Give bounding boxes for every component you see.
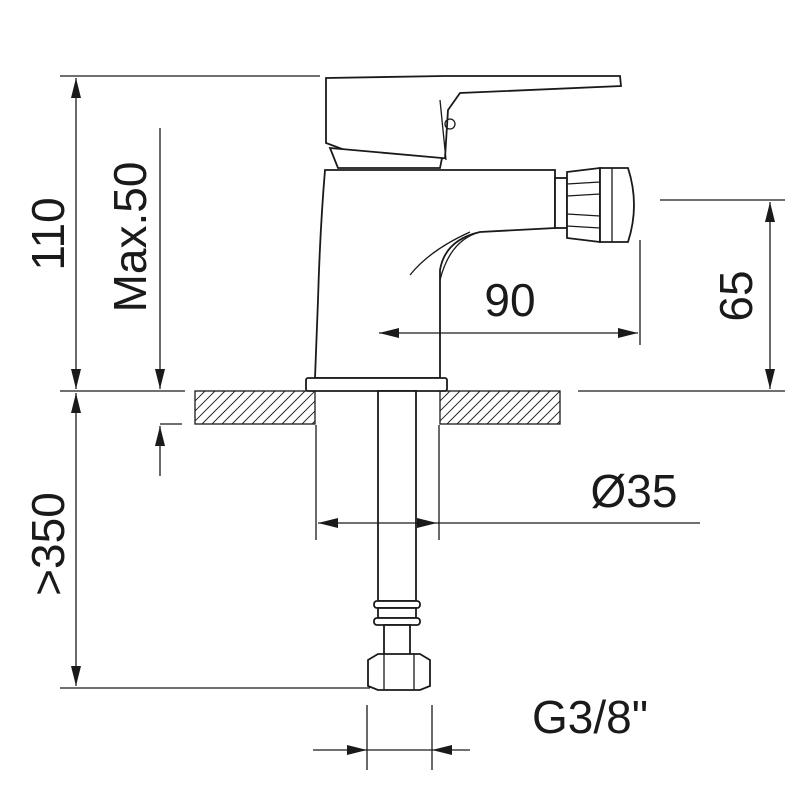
hatch-line bbox=[342, 391, 375, 424]
hatch-line bbox=[546, 410, 560, 424]
hatch-line bbox=[231, 391, 266, 424]
hatch-line bbox=[476, 391, 511, 424]
hatch-line bbox=[322, 391, 355, 424]
hatch-line bbox=[221, 391, 256, 424]
hatch-line bbox=[496, 391, 531, 424]
hose-pipe bbox=[377, 390, 417, 602]
dim-label-spout-height: 65 bbox=[710, 270, 762, 321]
deck-section bbox=[194, 390, 620, 425]
hatch-line bbox=[506, 391, 541, 424]
dimension-lines bbox=[71, 78, 775, 755]
hatch-line bbox=[440, 391, 461, 412]
dim-label-base-diameter: Ø35 bbox=[591, 465, 678, 517]
dim-label-total-height: 110 bbox=[22, 197, 74, 270]
hatch-line bbox=[291, 400, 315, 424]
handle-screw bbox=[444, 118, 456, 130]
dim-label-hose-length: >350 bbox=[22, 492, 74, 596]
hatch-line bbox=[241, 391, 276, 424]
hatch-line bbox=[271, 391, 306, 424]
deck-hatch-right bbox=[440, 391, 620, 424]
hatch-line bbox=[516, 391, 551, 424]
supply-hose bbox=[367, 390, 431, 691]
dim-label-spout-reach: 90 bbox=[484, 274, 535, 326]
hatch-line bbox=[466, 391, 501, 424]
reference-lines bbox=[60, 75, 785, 770]
hatch-line bbox=[195, 391, 226, 422]
hatch-line bbox=[556, 420, 560, 424]
hatch-line bbox=[536, 400, 560, 424]
hatch-line bbox=[446, 391, 481, 424]
hatch-line bbox=[456, 391, 491, 424]
hatch-line bbox=[332, 391, 365, 424]
base-flange bbox=[305, 377, 448, 392]
hatch-line bbox=[251, 391, 286, 424]
hatch-line bbox=[261, 391, 296, 424]
hatch-line bbox=[301, 410, 315, 424]
mixer-body bbox=[305, 75, 622, 392]
hatch-line bbox=[281, 391, 315, 424]
hatch-line bbox=[577, 391, 610, 424]
dim-label-max-deck: Max.50 bbox=[104, 162, 156, 313]
deck-hatch-left bbox=[195, 391, 375, 424]
hatch-line bbox=[526, 391, 560, 424]
hatch-line bbox=[195, 391, 206, 402]
hose-nut bbox=[367, 653, 431, 691]
hatch-line bbox=[587, 391, 620, 424]
hatch-line bbox=[211, 391, 246, 424]
hatch-line bbox=[440, 391, 451, 402]
hatch-line bbox=[195, 391, 196, 392]
hatch-line bbox=[201, 391, 236, 424]
hatch-line bbox=[486, 391, 521, 424]
hatch-line bbox=[195, 391, 216, 412]
hatch-line bbox=[311, 420, 315, 424]
spout-nozzle bbox=[554, 166, 635, 244]
hatch-line bbox=[567, 391, 600, 424]
hatch-line bbox=[440, 391, 471, 422]
dim-label-connection-thread: G3/8" bbox=[532, 691, 648, 743]
